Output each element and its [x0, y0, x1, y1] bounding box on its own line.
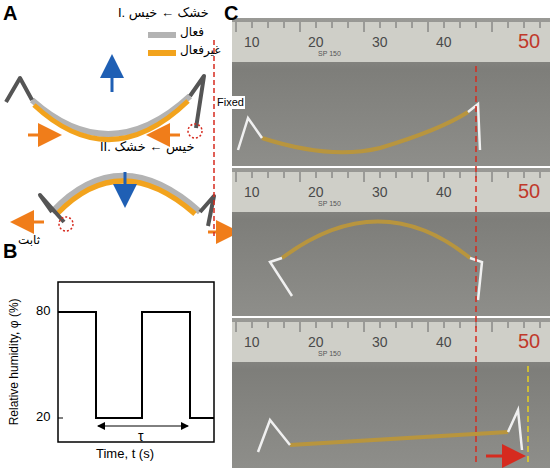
- ruler-number: 50: [518, 180, 540, 203]
- ruler-number: 30: [372, 34, 388, 50]
- ruler-number: 20: [308, 184, 324, 200]
- ruler-number: 20: [308, 34, 324, 50]
- ruler-mark: SP 150: [318, 200, 341, 208]
- ruler-number: 30: [372, 334, 388, 350]
- axis-title: Time, t (s): [96, 447, 154, 462]
- state-title: I. خشک ← خیس: [118, 6, 209, 21]
- legend-swatch: [148, 50, 176, 56]
- ruler-number: 10: [244, 34, 260, 50]
- axis-title: Relative humidity, φ (%): [7, 299, 21, 426]
- legend-text: فعال: [180, 26, 204, 40]
- panel-letter: A: [3, 2, 17, 25]
- ruler-number: 50: [518, 330, 540, 353]
- panel-letter: B: [3, 240, 17, 263]
- legend-text: غیرفعال: [180, 44, 220, 58]
- ruler-mark: SP 150: [318, 50, 341, 58]
- ruler-number: 40: [436, 184, 452, 200]
- ruler-number: 30: [372, 184, 388, 200]
- ruler-number: 40: [436, 334, 452, 350]
- panel-letter: C: [224, 2, 238, 25]
- fixed-note: ثابت: [18, 234, 40, 248]
- ruler-number: 10: [244, 184, 260, 200]
- state-title: II. خیس ← خشک: [100, 140, 194, 155]
- ruler-number: 10: [244, 334, 260, 350]
- ruler-number: 40: [436, 34, 452, 50]
- ruler-number: 20: [308, 334, 324, 350]
- period-label: τ: [138, 428, 144, 444]
- fixed-note: Fixed: [216, 96, 245, 109]
- ruler-number: 50: [518, 30, 540, 53]
- legend-swatch: [148, 32, 176, 38]
- tick-label: 20: [36, 410, 50, 425]
- ruler-mark: SP 150: [318, 350, 341, 358]
- tick-label: 80: [36, 304, 50, 319]
